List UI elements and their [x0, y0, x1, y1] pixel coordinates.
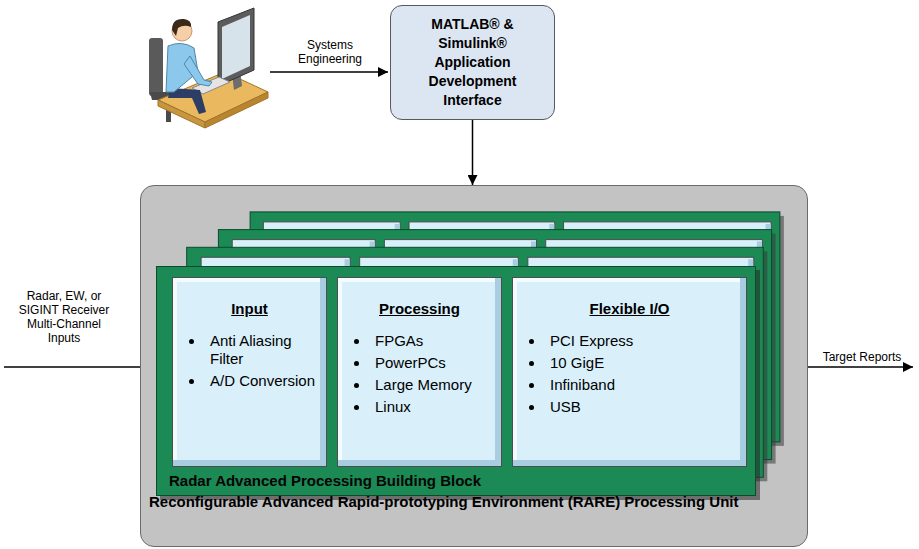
bullet-dot [354, 383, 359, 388]
desk-side [205, 92, 268, 128]
bullet-row: FPGAs [338, 332, 491, 350]
bullet-row: USB [513, 398, 736, 416]
input-label: Radar, EW, or SIGINT Receiver Multi-Chan… [16, 289, 112, 345]
bullet-dot [529, 361, 534, 366]
panel-heading-row: Processing [348, 300, 491, 318]
bullet-text: A/D Conversion [210, 372, 315, 390]
engineer-figure [149, 8, 268, 128]
bullet-text: PowerPCs [375, 354, 446, 372]
output-arrow [808, 366, 913, 368]
bullet-dot [189, 339, 194, 344]
processing-unit: InputAnti Aliasing FilterA/D ConversionP… [140, 185, 808, 547]
bullet-dot [354, 339, 359, 344]
function-panel: InputAnti Aliasing FilterA/D Conversion [172, 277, 327, 467]
person-hair [172, 19, 191, 36]
bullet-row: PCI Express [513, 332, 736, 350]
person-arm [184, 56, 212, 86]
flow-arrow [472, 120, 474, 185]
flow-label: Systems Engineering [288, 38, 372, 66]
node-label: Radar Advanced Processing Building Block [169, 472, 481, 489]
panel-heading-row: Input [183, 300, 316, 318]
bullet-dot [529, 339, 534, 344]
bullet-dot [189, 379, 194, 384]
tool-box: MATLAB® & Simulink® Application Developm… [390, 5, 555, 120]
bullet-text: Linux [375, 398, 411, 416]
bullet-row: 10 GigE [513, 354, 736, 372]
bullet-row: Anti Aliasing Filter [173, 332, 316, 368]
chair-back [149, 38, 163, 96]
monitor-screen [222, 15, 250, 79]
bullet-row: Large Memory [338, 376, 491, 394]
panel-heading: Input [231, 300, 268, 317]
monitor [218, 8, 254, 86]
function-panel: Flexible I/O PCI Express 10 GigE Infiniband… [512, 277, 747, 467]
panel-heading: Processing [379, 300, 460, 317]
panel-heading-row: Flexible I/O [523, 300, 736, 318]
bullet-dot [354, 405, 359, 410]
panel-heading: Flexible I/O [589, 300, 669, 317]
bullet-row: PowerPCs [338, 354, 491, 372]
bullet-text: FPGAs [375, 332, 423, 350]
bullet-dot [529, 405, 534, 410]
bullet-text: Large Memory [375, 376, 472, 394]
bullet-text: Anti Aliasing Filter [210, 332, 316, 368]
bullet-text: USB [550, 398, 581, 416]
input-arrow [4, 366, 154, 368]
bullet-dot [354, 361, 359, 366]
output-label: Target Reports [810, 350, 914, 364]
node-label: MATLAB® & Simulink® Application Developm… [429, 16, 517, 108]
function-panel: ProcessingFPGAsPowerPCsLarge MemoryLinux [337, 277, 502, 467]
node-text-wrap: Radar Advanced Processing Building Block [169, 471, 481, 490]
bullet-row: A/D Conversion [173, 372, 316, 390]
node-label: Reconfigurable Advanced Rapid-prototypin… [149, 493, 739, 510]
node-text-wrap: MATLAB® & Simulink® Application Developm… [417, 15, 529, 110]
bullet-row: Linux [338, 398, 491, 416]
bullet-dot [529, 383, 534, 388]
bullet-text: PCI Express [550, 332, 633, 350]
bullet-text: 10 GigE [550, 354, 604, 372]
building-block-card: InputAnti Aliasing FilterA/D ConversionP… [156, 266, 756, 496]
bullet-row: Infiniband [513, 376, 736, 394]
bullet-text: Infiniband [550, 376, 615, 394]
node-text-wrap: Reconfigurable Advanced Rapid-prototypin… [149, 492, 749, 511]
input-arrow [270, 71, 388, 73]
